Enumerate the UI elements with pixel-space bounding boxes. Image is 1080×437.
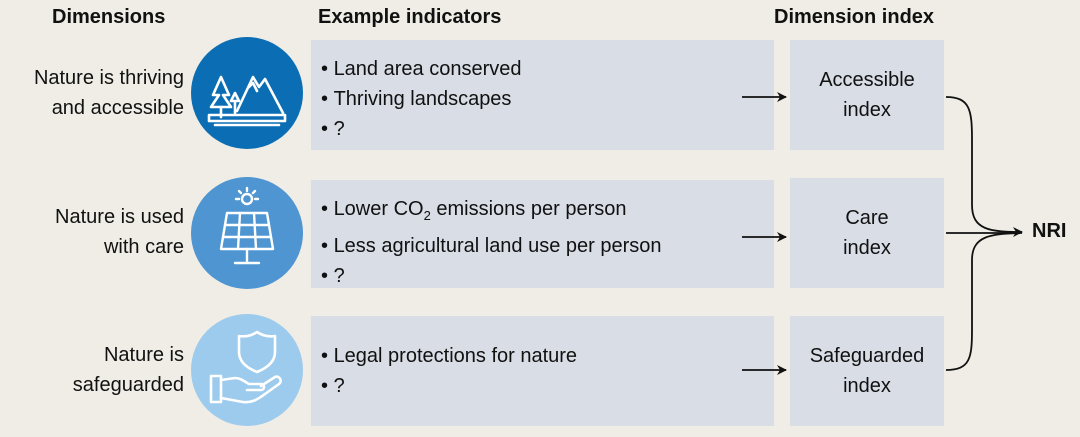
indicators-box-safeguarded: Legal protections for nature ? — [311, 316, 774, 426]
indicators-box-thriving: Land area conserved Thriving landscapes … — [311, 40, 774, 150]
co2-subscript: 2 — [423, 208, 431, 223]
indicator-item: ? — [321, 371, 774, 401]
index-box-accessible: Accessible index — [790, 40, 944, 150]
nri-label: NRI — [1032, 220, 1067, 242]
dimension-label-safeguarded: Nature is safeguarded — [0, 340, 184, 400]
indicator-item: Less agricultural land use per person — [321, 231, 774, 261]
dimension-label-line: safeguarded — [72, 374, 184, 396]
header-example-indicators: Example indicators — [318, 6, 502, 28]
dimension-label-line: and accessible — [51, 97, 184, 119]
index-label-line: index — [843, 99, 891, 121]
indicator-item: Lower CO2 emissions per person — [321, 194, 774, 231]
dimension-label-line: Nature is thriving — [33, 67, 184, 89]
index-box-safeguarded: Safeguarded index — [790, 316, 944, 426]
indicator-item: ? — [321, 261, 774, 291]
index-label-line: index — [843, 375, 891, 397]
indicator-item: ? — [321, 114, 774, 144]
dimension-label-line: with care — [103, 236, 184, 258]
dimension-label-care: Nature is used with care — [0, 202, 184, 262]
index-label-line: Safeguarded — [809, 345, 925, 367]
index-label-line: index — [843, 237, 891, 259]
indicator-item: Thriving landscapes — [321, 84, 774, 114]
dimension-label-line: Nature is — [103, 344, 184, 366]
connector-safeguarded-to-nri — [945, 232, 1021, 371]
mountains-trees-icon — [191, 37, 303, 149]
indicator-text: emissions per person — [436, 198, 627, 220]
index-label-line: Accessible — [819, 69, 915, 91]
indicators-box-care: Lower CO2 emissions per person Less agri… — [311, 180, 774, 288]
connector-accessible-to-nri — [945, 96, 1023, 237]
shield-hand-icon — [191, 314, 303, 426]
index-label-line: Care — [845, 207, 889, 229]
indicator-item: Legal protections for nature — [321, 341, 774, 371]
dimension-label-line: Nature is used — [55, 206, 184, 228]
solar-panel-sun-icon — [191, 177, 303, 289]
header-dimensions: Dimensions — [52, 6, 166, 28]
co2-prefix: Lower CO — [333, 198, 424, 220]
index-box-care: Care index — [790, 178, 944, 288]
dimension-label-thriving: Nature is thriving and accessible — [0, 63, 184, 123]
indicator-item: Land area conserved — [321, 54, 774, 84]
header-dimension-index: Dimension index — [774, 6, 935, 28]
